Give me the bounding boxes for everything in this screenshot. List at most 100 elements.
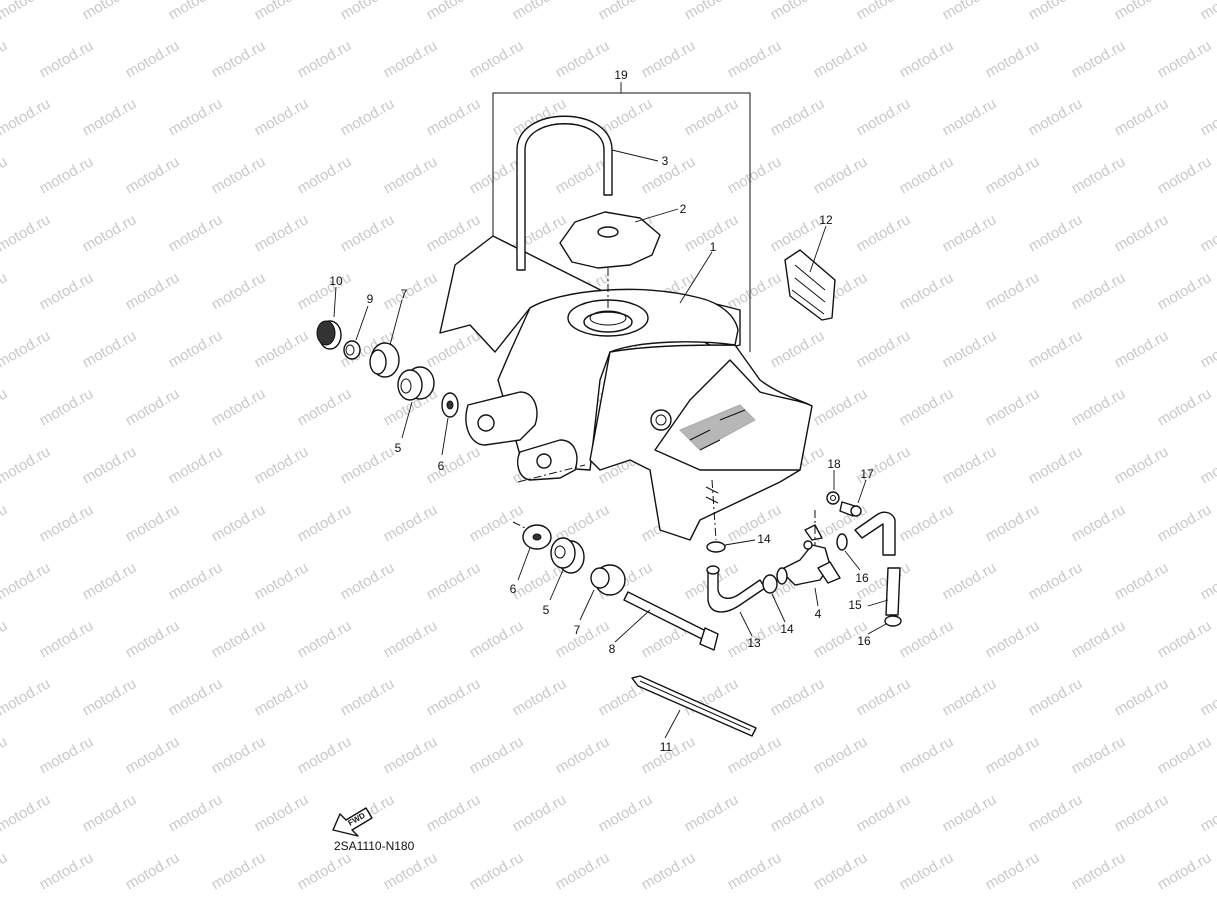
watermark-text: motod.ru <box>1069 37 1129 81</box>
watermark-text: motod.ru <box>37 153 97 197</box>
watermark-text: motod.ru <box>725 501 785 545</box>
watermark-text: motod.ru <box>1112 443 1172 487</box>
watermark-text: motod.ru <box>123 849 183 893</box>
watermark-text: motod.ru <box>1026 675 1086 719</box>
washer-6-lower <box>517 524 552 581</box>
watermark-text: motod.ru <box>295 269 355 313</box>
watermark-text: motod.ru <box>209 617 269 661</box>
watermark-text: motod.ru <box>424 675 484 719</box>
watermark-text: motod.ru <box>381 849 441 893</box>
watermark-text: motod.ru <box>768 95 828 139</box>
fuel-cap <box>559 208 679 308</box>
watermark-text: motod.ru <box>1198 675 1217 719</box>
watermark-text: motod.ru <box>1198 211 1217 255</box>
callout-6-lower: 6 <box>510 582 517 596</box>
collar-7-lower <box>579 564 626 621</box>
rubber-cap-10 <box>316 286 342 350</box>
washer-18 <box>826 470 840 505</box>
watermark-text: motod.ru <box>209 37 269 81</box>
watermark-text: motod.ru <box>897 385 957 429</box>
watermark-text: motod.ru <box>37 269 97 313</box>
watermark-text: motod.ru <box>295 37 355 81</box>
watermark-text: motod.ru <box>897 733 957 777</box>
watermark-text: motod.ru <box>295 153 355 197</box>
watermark-text: motod.ru <box>424 211 484 255</box>
kit-19-bracket <box>492 92 751 352</box>
watermark-text: motod.ru <box>725 37 785 81</box>
watermark-text: motod.ru <box>682 95 742 139</box>
watermark-text: motod.ru <box>0 37 10 81</box>
vent-hose <box>516 115 613 271</box>
watermark-text: motod.ru <box>80 675 140 719</box>
side-plate-11 <box>631 675 757 739</box>
watermark-text: motod.ru <box>123 733 183 777</box>
watermark-text: motod.ru <box>0 849 10 893</box>
watermark-text: motod.ru <box>725 269 785 313</box>
watermark-text: motod.ru <box>1198 443 1217 487</box>
watermark-text: motod.ru <box>1026 95 1086 139</box>
watermark-text: motod.ru <box>295 849 355 893</box>
watermark-text: motod.ru <box>811 385 871 429</box>
watermark-text: motod.ru <box>0 153 10 197</box>
watermark-text: motod.ru <box>37 617 97 661</box>
watermark-text: motod.ru <box>123 37 183 81</box>
watermark-text: motod.ru <box>596 791 656 835</box>
callout-12: 12 <box>819 213 833 227</box>
watermark-text: motod.ru <box>1069 733 1129 777</box>
watermark-text: motod.ru <box>1198 559 1217 603</box>
watermark-text: motod.ru <box>338 559 398 603</box>
watermark-text: motod.ru <box>252 791 312 835</box>
watermark-text: motod.ru <box>80 95 140 139</box>
watermark-text: motod.ru <box>424 95 484 139</box>
watermark-text: motod.ru <box>424 0 484 23</box>
watermark-text: motod.ru <box>209 733 269 777</box>
watermark-text: motod.ru <box>252 211 312 255</box>
watermark-text: motod.ru <box>467 849 527 893</box>
watermark-text: motod.ru <box>639 153 699 197</box>
watermark-text: motod.ru <box>854 327 914 371</box>
fuel-cock-axis <box>711 479 717 541</box>
watermark-text: motod.ru <box>123 269 183 313</box>
watermark-text: motod.ru <box>854 675 914 719</box>
callout-7-upper: 7 <box>401 287 408 301</box>
watermark-text: motod.ru <box>854 95 914 139</box>
watermark-text: motod.ru <box>1155 849 1215 893</box>
watermark-text: motod.ru <box>983 617 1043 661</box>
callout-17: 17 <box>860 467 874 481</box>
watermark-text: motod.ru <box>725 153 785 197</box>
watermark-text: motod.ru <box>1155 501 1215 545</box>
watermark-text: motod.ru <box>123 385 183 429</box>
watermark-text: motod.ru <box>209 849 269 893</box>
watermark-text: motod.ru <box>37 501 97 545</box>
watermark-text: motod.ru <box>209 501 269 545</box>
damper-5-upper <box>397 366 435 439</box>
watermark-text: motod.ru <box>983 733 1043 777</box>
watermark-text: motod.ru <box>252 0 312 23</box>
watermark-text: motod.ru <box>0 791 53 835</box>
callout-9: 9 <box>367 292 374 306</box>
watermark-text: motod.ru <box>1198 791 1217 835</box>
watermark-text: motod.ru <box>940 0 1000 23</box>
watermark-text: motod.ru <box>0 733 10 777</box>
watermark-text: motod.ru <box>166 0 226 23</box>
hose-clip-14-lower <box>762 574 786 623</box>
fuel-tank <box>439 235 813 541</box>
watermark-text: motod.ru <box>166 675 226 719</box>
watermark-text: motod.ru <box>381 733 441 777</box>
watermark-text: motod.ru <box>0 675 53 719</box>
fuel-hose-15 <box>854 511 901 616</box>
watermark-text: motod.ru <box>209 385 269 429</box>
callout-4: 4 <box>815 607 822 621</box>
watermark-text: motod.ru <box>252 675 312 719</box>
watermark-text: motod.ru <box>338 675 398 719</box>
watermark-text: motod.ru <box>80 443 140 487</box>
callout-14-upper: 14 <box>757 532 771 546</box>
damper-plate <box>784 225 836 321</box>
watermark-text: motod.ru <box>854 791 914 835</box>
watermark-text: motod.ru <box>940 95 1000 139</box>
watermark-text: motod.ru <box>682 0 742 23</box>
hose-clip-16-lower <box>867 615 902 635</box>
watermark-text: motod.ru <box>1026 327 1086 371</box>
watermark-text: motod.ru <box>338 443 398 487</box>
watermark-text: motod.ru <box>467 501 527 545</box>
